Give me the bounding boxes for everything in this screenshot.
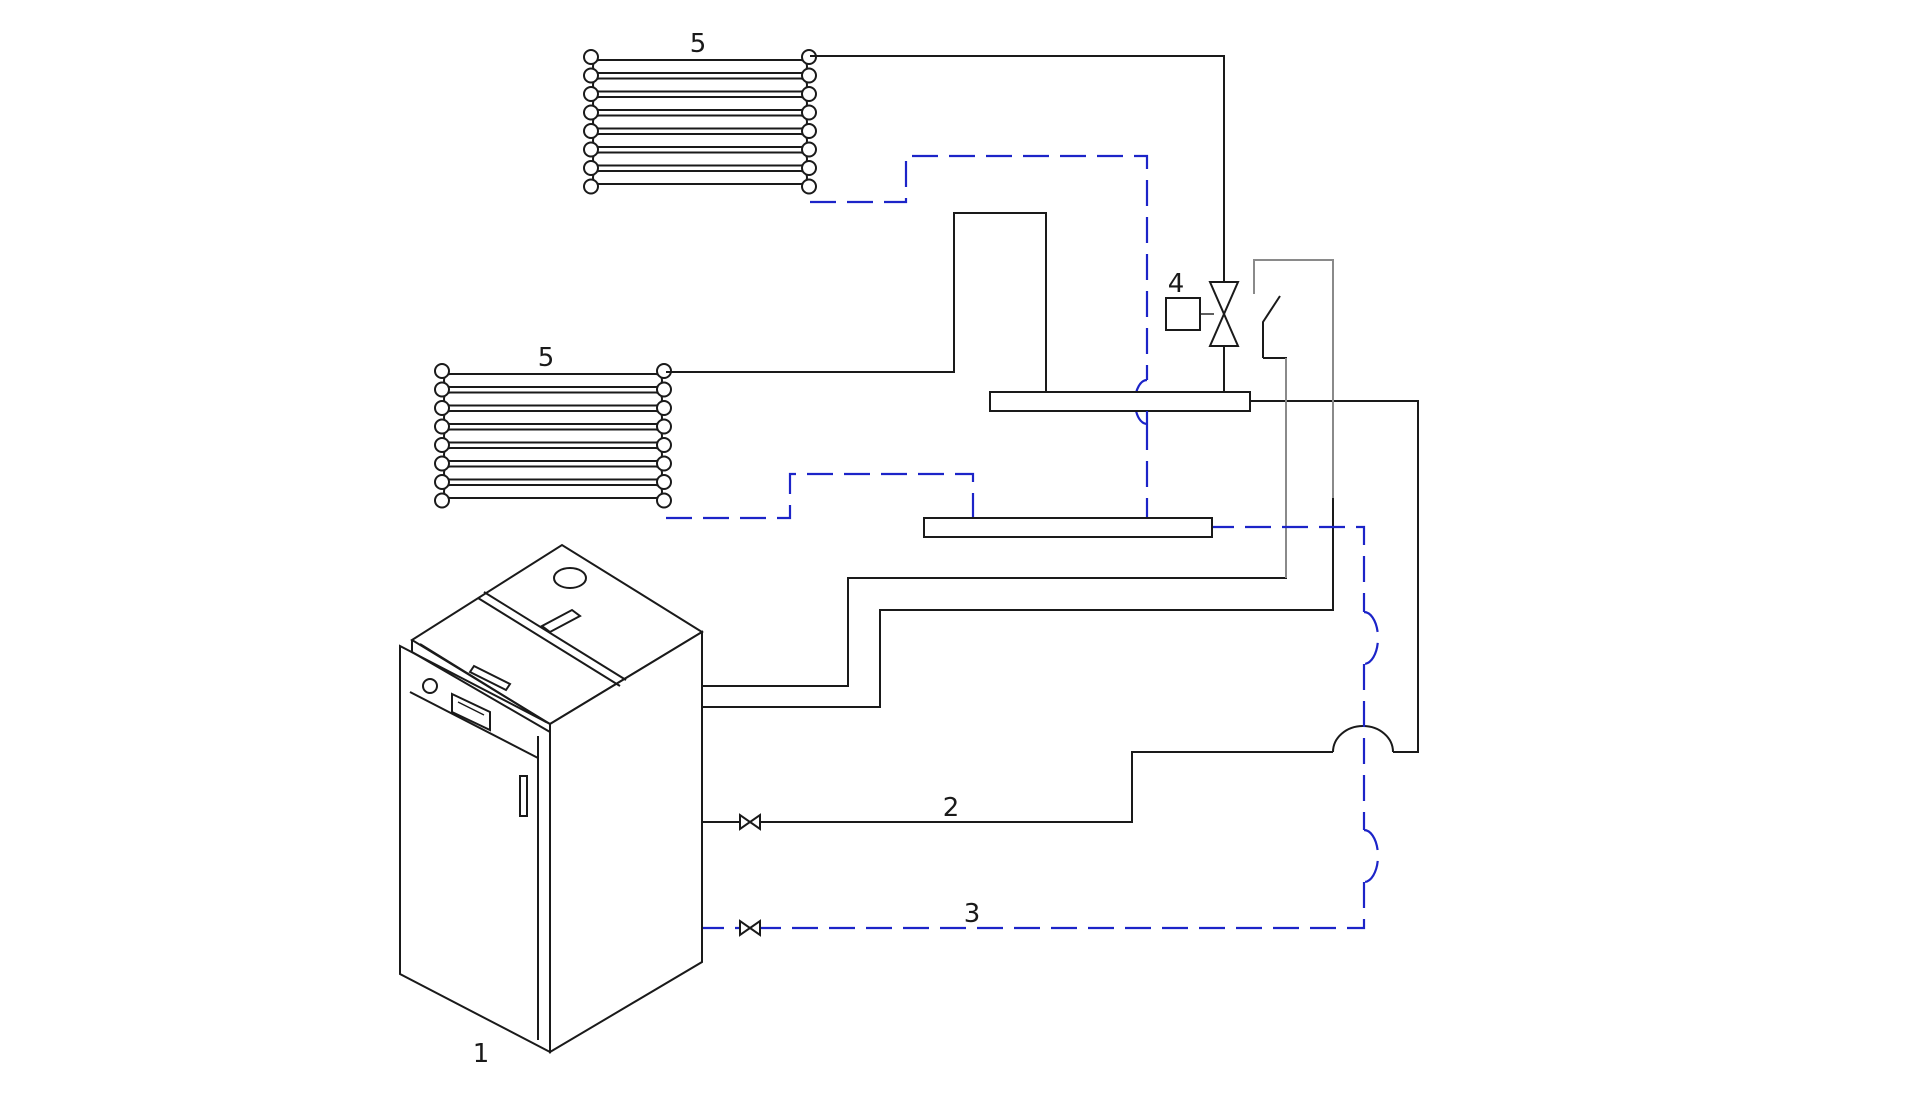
manifold-lower [923,517,1213,538]
radiator-section [592,96,808,111]
radiator-knob [801,178,817,195]
pipe-lower-radiator-return [666,472,975,520]
boiler-top-handle [540,608,582,634]
radiator-knob [434,492,450,509]
radiator-knob [583,160,599,176]
radiator-section [443,410,663,425]
shutoff-valve-3-right [748,919,761,937]
pipe-lower-radiator-supply [666,212,1047,392]
radiator-knob [801,141,817,158]
radiator-knob [656,381,672,398]
radiator-upper-icon [583,49,817,195]
radiator-knob [656,437,672,453]
valve-upper-triangle [1208,281,1240,317]
radiator-section [592,151,808,167]
boiler-knob [422,678,438,694]
shutoff-valve-3-left [739,919,752,937]
radiator-section [443,484,663,499]
return-pipes [666,154,1380,930]
radiator-knob [656,474,672,490]
radiator-knob [434,474,450,490]
boiler-front-ledge-2 [419,643,547,723]
radiator-knob [583,49,599,65]
boiler-front-ledge [411,640,551,733]
pipe-return-arc-1 [1363,610,1380,666]
shutoff-valve-return-icon [739,919,761,937]
labels: 5 5 4 2 3 1 [473,29,1185,1069]
radiator-knob [434,400,450,416]
radiator-section [592,77,808,93]
label-valve: 4 [1168,269,1185,299]
radiator-knob [434,381,450,398]
radiator-knob [434,455,450,472]
pipe-boiler-to-switch-a [702,357,1287,687]
boiler-display-line [457,701,485,716]
pipe-return-arc-2 [1363,828,1380,884]
radiator-section [592,59,808,74]
radiator-section [592,114,808,130]
boiler-icon [399,543,704,1054]
shutoff-valve-icon [739,813,761,831]
radiator-knob [583,104,599,121]
three-way-valve-icon [1165,281,1240,347]
pipe-upper-radiator-supply [810,55,1225,282]
radiator-knob [656,400,672,416]
radiator-knob [656,455,672,472]
radiator-knob [434,363,450,379]
boiler-panel-line [409,691,539,759]
switch-icon [1262,295,1281,358]
radiator-knob [801,160,817,176]
radiator-knob [656,418,672,435]
radiator-knob [801,123,817,139]
boiler-lid-line [477,597,621,687]
supply-pipes [666,55,1419,823]
pipe-upper-radiator-return-a [810,154,1149,380]
radiator-knob [801,104,817,121]
label-radiator-lower: 5 [538,343,555,373]
radiator-section [443,391,663,407]
radiator-knob [656,492,672,509]
radiator-section [592,133,808,148]
radiator-knob [434,437,450,453]
radiator-knob [583,178,599,195]
pipe-line-3 [760,882,1366,930]
pipe-upper-radiator-return-arc [1133,378,1148,426]
radiator-lower-icon [434,363,672,509]
boiler-ledge-handle [468,664,512,692]
radiator-section [443,373,663,388]
boiler-flue [553,567,587,589]
radiator-knob [583,86,599,102]
radiator-section [592,170,808,185]
secondary-lines [1253,259,1334,578]
radiator-knob [434,418,450,435]
pipe-boiler-to-switch-b [702,498,1334,708]
gray-line-switch-loop [1253,259,1334,498]
radiator-section [443,428,663,444]
boiler-side [549,630,703,1054]
radiator-knob [801,86,817,102]
manifold-upper [989,391,1251,412]
radiator-knob [583,67,599,84]
pipe-line-2 [760,751,1333,823]
label-return-line: 3 [964,899,981,929]
shutoff-valve-2-left [739,813,752,831]
boiler-lid-line-2 [483,591,627,681]
radiator-section [443,465,663,481]
radiator-knob [801,67,817,84]
pipe-return-column-a [1208,525,1366,612]
valve-lower-triangle [1208,311,1240,347]
radiator-section [443,447,663,462]
radiator-knob [583,141,599,158]
shutoff-valve-2-right [748,813,761,831]
switch-blade [1262,295,1281,358]
label-radiator-upper: 5 [690,29,707,59]
actuator-icon [1165,297,1201,331]
label-supply-line: 2 [943,793,960,823]
radiator-knob [583,123,599,139]
label-boiler: 1 [473,1039,490,1069]
boiler-door-handle [519,775,528,817]
